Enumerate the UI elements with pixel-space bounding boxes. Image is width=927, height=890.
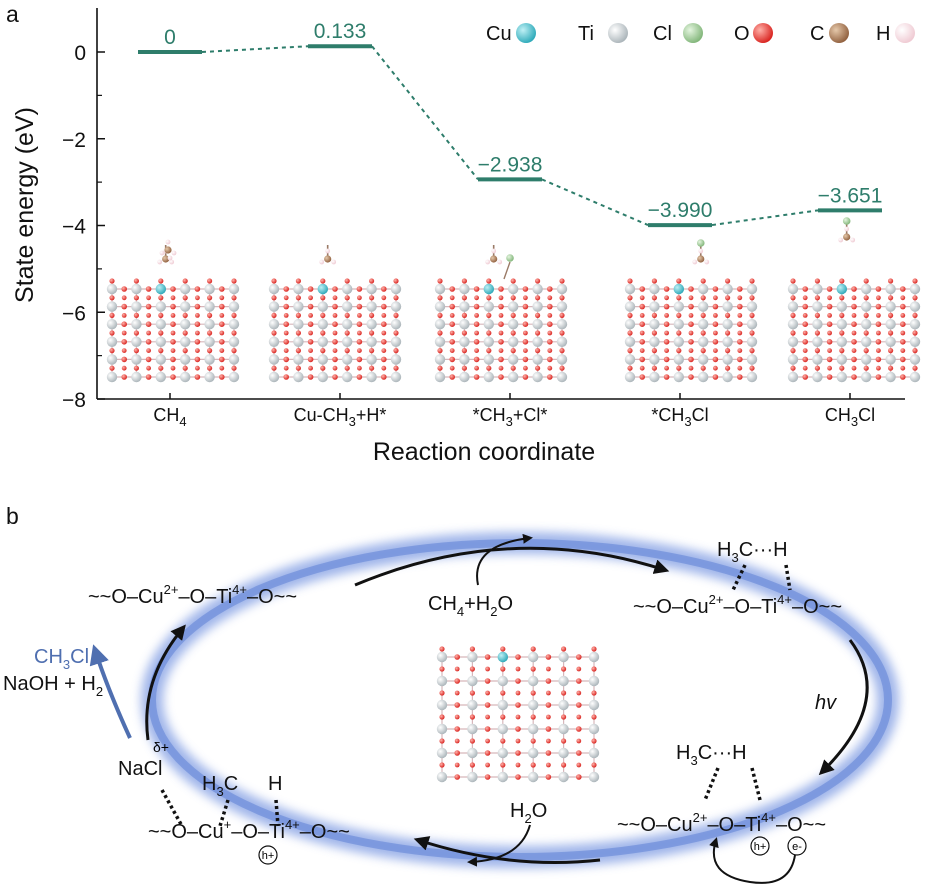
slab [268, 245, 402, 383]
light-hv: hv [815, 692, 837, 714]
cycle-ring [148, 539, 892, 861]
legend-item: H [876, 23, 915, 45]
slab [106, 245, 240, 383]
energy-connector [201, 45, 309, 53]
x-tick-label: CH3Cl [825, 405, 875, 429]
product-naoh-h2: NaOH + H2 [3, 673, 103, 699]
y-tick-label: 0 [74, 42, 86, 65]
energy-value-label: −2.938 [478, 153, 543, 176]
y-tick-label: −2 [62, 129, 86, 152]
energy-levels: 0 0.133 −2.938 −3.990 −3.651 [138, 20, 883, 228]
chain-bottom-right: ~~O–Cu2+–O–Ti4+–O~~ [617, 810, 826, 836]
h3c-h-top: H3C···H [717, 539, 788, 565]
svg-text:h+: h+ [262, 850, 275, 862]
legend-label: C [810, 23, 824, 45]
legend-item: O [734, 23, 773, 45]
delta-plus: δ+ [153, 739, 169, 755]
slab-structures [106, 217, 921, 383]
cycle-arrow-left [145, 624, 186, 741]
legend-item: Ti [578, 23, 628, 45]
center-slab-structure [436, 646, 600, 783]
slab [436, 646, 600, 783]
interaction-dots-5 [218, 799, 230, 827]
y-tick-label: −8 [62, 389, 86, 412]
y-ticks: 0 −2 −4 −6 −8 [62, 42, 105, 412]
electron-return-arrow [709, 837, 796, 884]
y-axis-title: State energy (eV) [11, 107, 39, 303]
legend-swatch [516, 23, 536, 43]
energy-connectors [201, 45, 819, 227]
interaction-dots-2 [784, 564, 792, 591]
legend-label: O [734, 23, 750, 45]
x-ticks [169, 393, 851, 399]
hole-badge-right: h+ [750, 836, 770, 856]
energy-value-label: −3.651 [818, 184, 883, 207]
x-tick-label: *CH3Cl [651, 405, 708, 429]
energy-value-label: 0.133 [314, 20, 367, 43]
slab [434, 245, 568, 383]
legend-swatch [608, 23, 628, 43]
cycle-arrow-bottom [413, 836, 601, 864]
energy-value-label: 0 [164, 26, 176, 49]
interaction-dots-6 [274, 799, 280, 827]
category-labels: CH4 Cu-CH3+H* *CH3+Cl* *CH3Cl CH3Cl [153, 405, 875, 429]
water-input-arrow [467, 824, 531, 867]
panel-a-chart: 0 −2 −4 −6 −8 State energy (eV) Reaction coo… [11, 8, 921, 466]
chain-top-left: ~~O–Cu2+–O–Ti4+–O~~ [88, 582, 297, 608]
product-ch3cl: CH3Cl [34, 646, 89, 672]
cycle-arrow-top [354, 546, 670, 587]
hole-badge-left: h+ [258, 845, 278, 865]
legend-label: H [876, 23, 890, 45]
panel-a-label: a [6, 1, 19, 27]
legend-label: Cu [486, 23, 512, 45]
h3c-left: H3C [202, 773, 238, 799]
energy-connector [711, 209, 819, 227]
panel-b-label: b [6, 503, 19, 529]
legend-item: C [810, 23, 849, 45]
energy-connector [371, 45, 479, 181]
y-tick-label: −6 [62, 302, 86, 325]
h-left: H [268, 773, 282, 795]
slab [787, 217, 921, 383]
cycle-arrow-right [818, 639, 869, 776]
reactant-input-arrow [476, 533, 533, 586]
chain-top-right: ~~O–Cu2+–O–Ti4+–O~~ [633, 592, 842, 618]
electron-badge: e- [787, 836, 807, 856]
interaction-dots-1 [731, 564, 747, 591]
energy-connector [541, 178, 649, 226]
legend-swatch [683, 23, 703, 43]
atom-legend: Cu Ti Cl O C H [486, 23, 915, 45]
legend-swatch [829, 23, 849, 43]
legend-item: Cl [653, 23, 703, 45]
x-tick-label: CH4 [153, 405, 186, 429]
catalytic-cycle: ~~O–Cu2+–O–Ti4+–O~~ CH4+H2O H3C···H ~~O–… [3, 532, 899, 884]
legend-label: Ti [578, 23, 594, 45]
nacl-label: NaCl [118, 758, 162, 780]
product-release-arrow [89, 644, 132, 739]
interaction-dots-7 [160, 789, 184, 827]
reactant-ch4-h2o: CH4+H2O [428, 593, 513, 619]
x-tick-label: Cu-CH3+H* [294, 405, 387, 429]
svg-text:e-: e- [792, 841, 802, 853]
energy-value-label: −3.990 [648, 199, 713, 222]
legend-label: Cl [653, 23, 672, 45]
h3c-h-bottom: H3C···H [676, 742, 747, 768]
interaction-dots-4 [750, 767, 762, 801]
x-axis-title: Reaction coordinate [373, 438, 595, 466]
legend-swatch [753, 23, 773, 43]
legend-item: Cu [486, 23, 536, 45]
ch4-molecule [159, 239, 177, 261]
y-tick-label: −4 [62, 216, 86, 239]
interaction-dots-3 [703, 767, 720, 801]
water-label: H2O [510, 800, 547, 826]
slab [624, 239, 758, 383]
chain-bottom-left: ~~O–Cu+–O–Ti4+–O~~ [148, 817, 350, 843]
legend-swatch [895, 23, 915, 43]
svg-text:h+: h+ [754, 841, 767, 853]
x-tick-label: *CH3+Cl* [473, 405, 548, 429]
